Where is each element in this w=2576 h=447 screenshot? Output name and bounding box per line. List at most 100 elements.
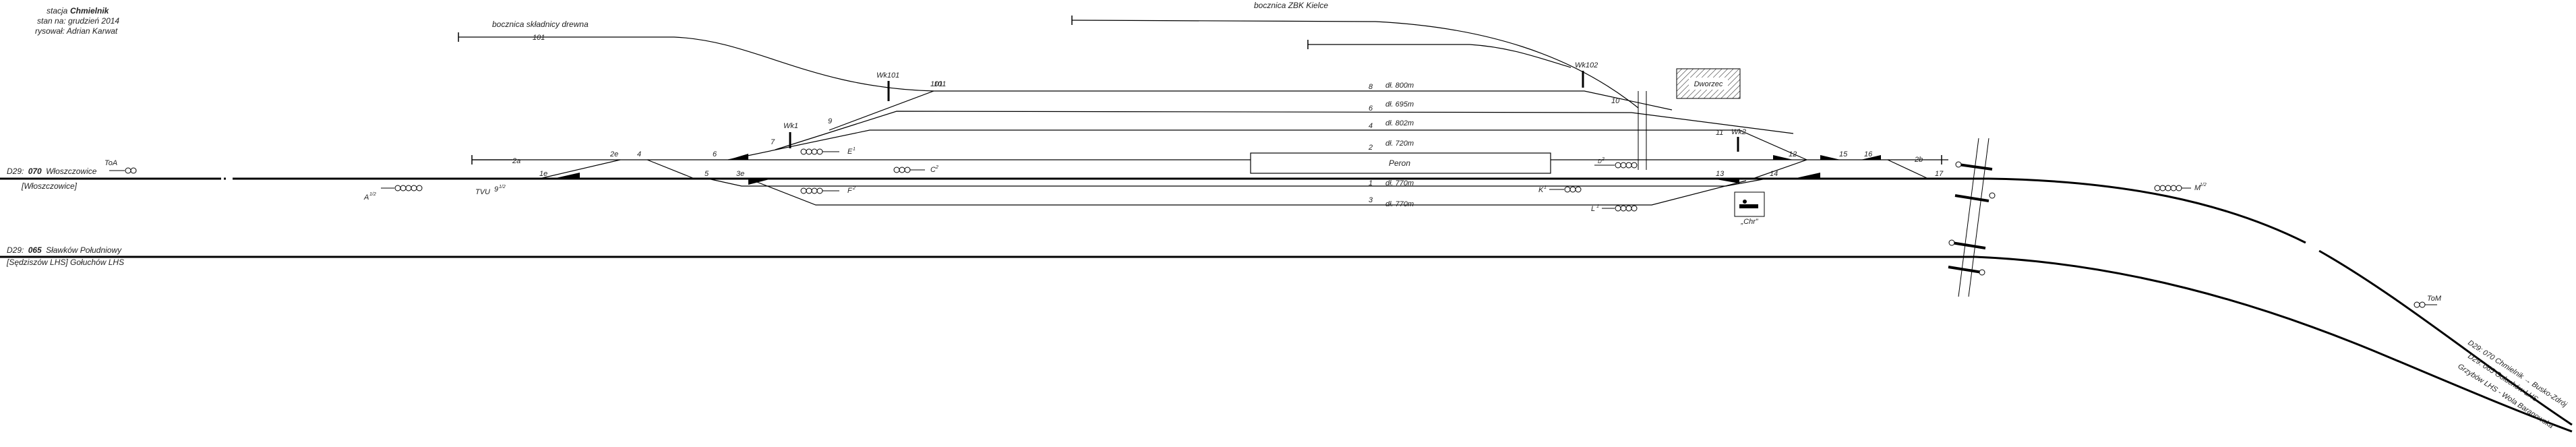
signal-box-wk101: Wk101 xyxy=(876,71,899,80)
left-main-number: 070 xyxy=(28,167,42,176)
signal-tom-label: ToM xyxy=(2427,295,2442,303)
signal-f-sup: 2 xyxy=(852,186,856,191)
switch-12: 12 xyxy=(1789,150,1797,158)
signal-tvu-s: 9 xyxy=(494,185,498,193)
signal-d-label: D xyxy=(1598,158,1602,165)
left-lhs-dest: Sławków Południowy xyxy=(46,245,122,255)
switch-13: 13 xyxy=(1716,170,1725,178)
switch-4: 4 xyxy=(637,150,641,158)
author-line: rysował: Adrian Karwat xyxy=(35,26,118,36)
switch-16: 16 xyxy=(1864,150,1873,158)
chr-label: „Chr” xyxy=(1740,218,1758,226)
switch-11: 11 xyxy=(1716,129,1723,137)
switch-14: 14 xyxy=(1770,170,1778,178)
track-1-number: 1 xyxy=(1369,179,1373,187)
switch-101: 101 xyxy=(934,80,946,88)
header-block: stacja Chmielnik stan na: grudzień 2014 … xyxy=(35,6,119,36)
switch-2e: 2e xyxy=(609,150,618,158)
state-line: stan na: grudzień 2014 xyxy=(37,16,119,26)
main-line-070 xyxy=(0,174,2573,426)
signal-box-wk102: Wk102 xyxy=(1575,61,1598,69)
signals: ToA A 1/2 TVU 9 1/2 E 1 xyxy=(104,147,2442,308)
left-main-sub: [Włoszczowice] xyxy=(21,181,78,191)
track-101-siding-number: 101 xyxy=(930,80,942,88)
left-main-prefix: D29: xyxy=(7,167,24,176)
left-lhs-number: 065 xyxy=(28,245,42,255)
track-1-length: dł. 770m xyxy=(1385,179,1414,187)
line-labels-right: D29: 070 Chmielnik → Busko-Zdrój D29: 06… xyxy=(2456,338,2569,430)
platform-label: Peron xyxy=(1389,158,1410,168)
switch-markers xyxy=(553,154,1881,185)
svg-text:D29: 065 Sławków P: D29: 065 Sławków Południowy xyxy=(7,245,122,255)
siding-zbk-label: bocznica ZBK Kielce xyxy=(1254,1,1328,10)
signal-c-label: C xyxy=(930,166,936,174)
station-prefix: stacja xyxy=(47,6,68,16)
signal-e-label: E xyxy=(847,148,853,156)
signal-box-wk1: Wk1 xyxy=(783,122,798,130)
signal-d-sup: 2 xyxy=(1601,157,1605,162)
signal-a-icon xyxy=(381,185,423,191)
station-building: Dworzec xyxy=(1676,68,1741,99)
track-3-length: dł. 770m xyxy=(1385,200,1414,208)
switch-2a: 2a xyxy=(512,157,520,165)
signal-l-label: L xyxy=(1591,205,1595,213)
signal-m-icon xyxy=(2154,185,2191,191)
signal-d-icon xyxy=(1594,162,1638,169)
switch-9: 9 xyxy=(828,117,832,125)
station-building-label: Dworzec xyxy=(1694,80,1723,88)
signal-tvu-sup: 1/2 xyxy=(499,185,506,189)
signal-k-icon xyxy=(1549,186,1582,193)
signal-l-icon xyxy=(1602,205,1638,212)
signal-tvu-label: TVU xyxy=(475,188,490,196)
track-6-length: dł. 695m xyxy=(1385,100,1414,109)
track-4-number: 4 xyxy=(1369,122,1373,130)
line-labels-left: D29: 070 Włoszczowice [Włoszczowice] D29… xyxy=(6,167,124,267)
signal-e-sup: 1 xyxy=(853,147,856,152)
track-8-number: 8 xyxy=(1369,83,1373,91)
signal-boxes: Wk101 Wk1 Wk102 Wk2 xyxy=(783,61,1746,152)
signal-f-label: F xyxy=(847,187,853,195)
right-lhs-sub: Grzybów LHS - Wola Baranowska xyxy=(2456,362,2554,430)
chr-box: „Chr” xyxy=(1734,191,1765,226)
platform: Peron xyxy=(1250,152,1551,174)
signal-c-icon xyxy=(893,167,925,173)
signal-k-sup: 1 xyxy=(1544,185,1547,190)
switch-17: 17 xyxy=(1935,170,1944,178)
left-main-dest: Włoszczowice xyxy=(46,167,97,176)
track-2-number: 2 xyxy=(1368,144,1373,152)
signal-a-label: A xyxy=(363,193,369,202)
station-tracks xyxy=(458,16,1948,206)
signal-e-icon xyxy=(800,148,839,155)
switch-7: 7 xyxy=(771,138,775,146)
switch-5: 5 xyxy=(705,170,709,178)
signal-tom-icon xyxy=(2414,301,2437,308)
track-101-number: 101 xyxy=(533,34,545,42)
track-6-number: 6 xyxy=(1369,105,1373,113)
lhs-line-065 xyxy=(0,256,2573,433)
switch-2b: 2b xyxy=(1914,156,1923,164)
switch-10: 10 xyxy=(1611,97,1620,105)
signal-box-wk2: Wk2 xyxy=(1731,128,1746,136)
switch-15: 15 xyxy=(1839,150,1848,158)
signal-toa-label: ToA xyxy=(104,159,117,167)
left-lhs-sub: [Sędziszów LHS] Gołuchów LHS xyxy=(6,258,124,267)
track-4-length: dł. 802m xyxy=(1385,119,1414,127)
signal-k-label: K xyxy=(1538,186,1544,194)
switch-3e: 3e xyxy=(736,170,744,178)
signal-f-icon xyxy=(800,187,839,194)
signal-toa-icon xyxy=(109,167,137,174)
signal-m-label: M xyxy=(2194,184,2201,192)
level-crossing xyxy=(1948,138,1996,297)
switch-1e: 1e xyxy=(539,170,547,178)
signal-a-sup: 1/2 xyxy=(369,192,376,197)
track-3-number: 3 xyxy=(1369,196,1373,204)
siding-wood-label: bocznica składnicy drewna xyxy=(492,20,589,29)
signal-m-sup: 1/2 xyxy=(2200,183,2207,187)
left-lhs-prefix: D29: xyxy=(7,245,24,255)
track-8-length: dł. 800m xyxy=(1385,82,1414,90)
switch-labels: 2a 1e 2e 4 5 3e 6 7 9 101 10 11 12 13 14… xyxy=(512,80,1944,178)
track-2-length: dł. 720m xyxy=(1385,140,1414,148)
station-name: Chmielnik xyxy=(70,6,110,16)
track-labels: 101 101 8 dł. 800m 6 dł. 695m 4 dł. 802m… xyxy=(533,34,1414,208)
